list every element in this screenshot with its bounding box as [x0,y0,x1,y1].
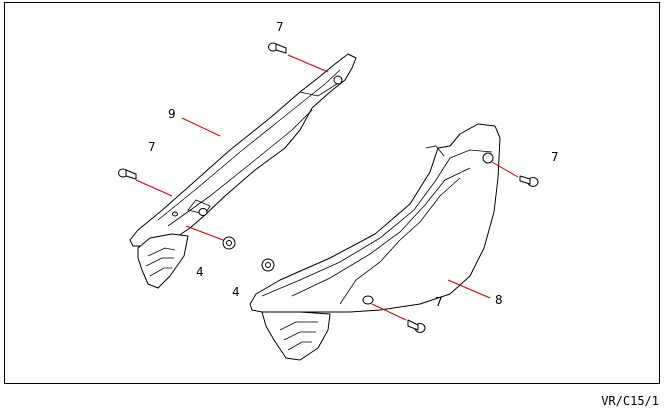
washer-left-part-4 [222,236,236,250]
drawing-reference-code: VR/C15/1 [601,394,659,408]
callout-bracket: 9 [168,107,176,121]
leader-bolt-right-bottom [371,303,407,321]
callout-bolt-right-top: 7 [551,150,559,164]
callout-side-cover: 8 [495,293,503,307]
leader-bolt-left [135,179,173,197]
callout-washer-left: 4 [196,265,204,279]
callout-bolt-right-bottom: 7 [435,295,443,309]
drawing-frame [4,2,660,384]
callout-bolt-top: 7 [276,20,284,34]
leader-bracket [181,117,221,137]
side-cover-part-8 [249,123,501,361]
callout-washer-center: 4 [232,285,240,299]
bolt-top-part-7 [268,42,287,54]
callout-bolt-left: 7 [148,140,156,154]
leader-bolt-right-top [491,161,519,178]
leader-side-cover [447,279,491,299]
bracket-part-9 [129,53,357,289]
leader-lines [135,54,519,321]
bolt-right-bottom-part-7 [407,319,426,333]
washer-center-part-4 [261,258,275,272]
leader-bolt-top [287,54,329,73]
bolt-right-top-part-7 [519,175,539,187]
bolt-left-part-7 [118,168,137,180]
leader-washer-left [185,225,224,241]
